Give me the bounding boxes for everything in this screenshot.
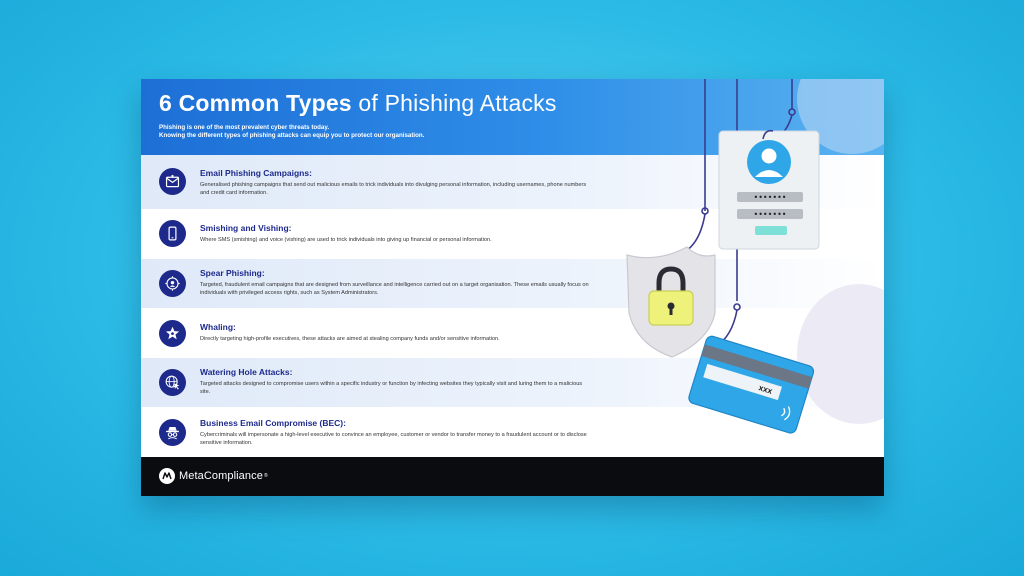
list-item: Smishing and Vishing: Where SMS (smishin… bbox=[141, 209, 884, 259]
item-description: Targeted attacks designed to compromise … bbox=[200, 381, 583, 395]
email-icon bbox=[159, 168, 186, 195]
login-card-icon: ••••••• ••••••• bbox=[718, 129, 820, 250]
item-description: Directly targeting high-profile executiv… bbox=[200, 336, 500, 342]
footer: MetaCompliance ® bbox=[141, 457, 884, 496]
page-title: 6 Common Types of Phishing Attacks bbox=[159, 90, 557, 117]
globe-cursor-icon bbox=[159, 369, 186, 396]
item-description: Generalised phishing campaigns that send… bbox=[200, 182, 587, 196]
star-badge-icon bbox=[159, 320, 186, 347]
trademark-symbol: ® bbox=[263, 473, 268, 479]
card-code: XXX bbox=[757, 385, 773, 396]
metacompliance-logo-icon bbox=[159, 468, 175, 484]
list-item: Spear Phishing: Targeted, fraudulent ema… bbox=[141, 259, 884, 308]
item-title: Spear Phishing: bbox=[200, 268, 265, 278]
brand-name: MetaCompliance bbox=[179, 470, 263, 482]
intro-line-1: Phishing is one of the most prevalent cy… bbox=[159, 124, 330, 131]
title-bold: 6 Common Types bbox=[159, 90, 352, 116]
infographic-card: 6 Common Types of Phishing Attacks Phish… bbox=[141, 79, 884, 496]
spy-icon bbox=[159, 419, 186, 446]
list-item: Whaling: Directly targeting high-profile… bbox=[141, 308, 884, 358]
intro-line-2: Knowing the different types of phishing … bbox=[159, 132, 425, 139]
title-rest: of Phishing Attacks bbox=[358, 90, 557, 116]
brand-logo: MetaCompliance ® bbox=[159, 468, 268, 484]
background-blob bbox=[797, 284, 884, 424]
shield-lock-icon bbox=[626, 246, 716, 358]
item-description: Where SMS (smishing) and voice (vishing)… bbox=[200, 237, 492, 243]
item-title: Business Email Compromise (BEC): bbox=[200, 418, 346, 428]
header-banner: 6 Common Types of Phishing Attacks Phish… bbox=[141, 79, 884, 155]
item-description: Targeted, fraudulent email campaigns tha… bbox=[200, 282, 589, 296]
item-description: Cybercriminals will impersonate a high-l… bbox=[200, 432, 587, 446]
phone-icon bbox=[159, 220, 186, 247]
intro-text: Phishing is one of the most prevalent cy… bbox=[159, 124, 579, 140]
item-title: Whaling: bbox=[200, 322, 236, 332]
password-mask-1: ••••••• bbox=[753, 193, 786, 202]
credit-card-icon: XXX bbox=[688, 335, 815, 434]
item-title: Email Phishing Campaigns: bbox=[200, 168, 312, 178]
item-title: Smishing and Vishing: bbox=[200, 223, 292, 233]
item-title: Watering Hole Attacks: bbox=[200, 367, 293, 377]
password-mask-2: ••••••• bbox=[753, 210, 786, 219]
phishing-hooks-illustration: ••••••• ••••••• XXX bbox=[626, 79, 884, 434]
target-icon bbox=[159, 270, 186, 297]
list-item: Business Email Compromise (BEC): Cybercr… bbox=[141, 407, 884, 457]
